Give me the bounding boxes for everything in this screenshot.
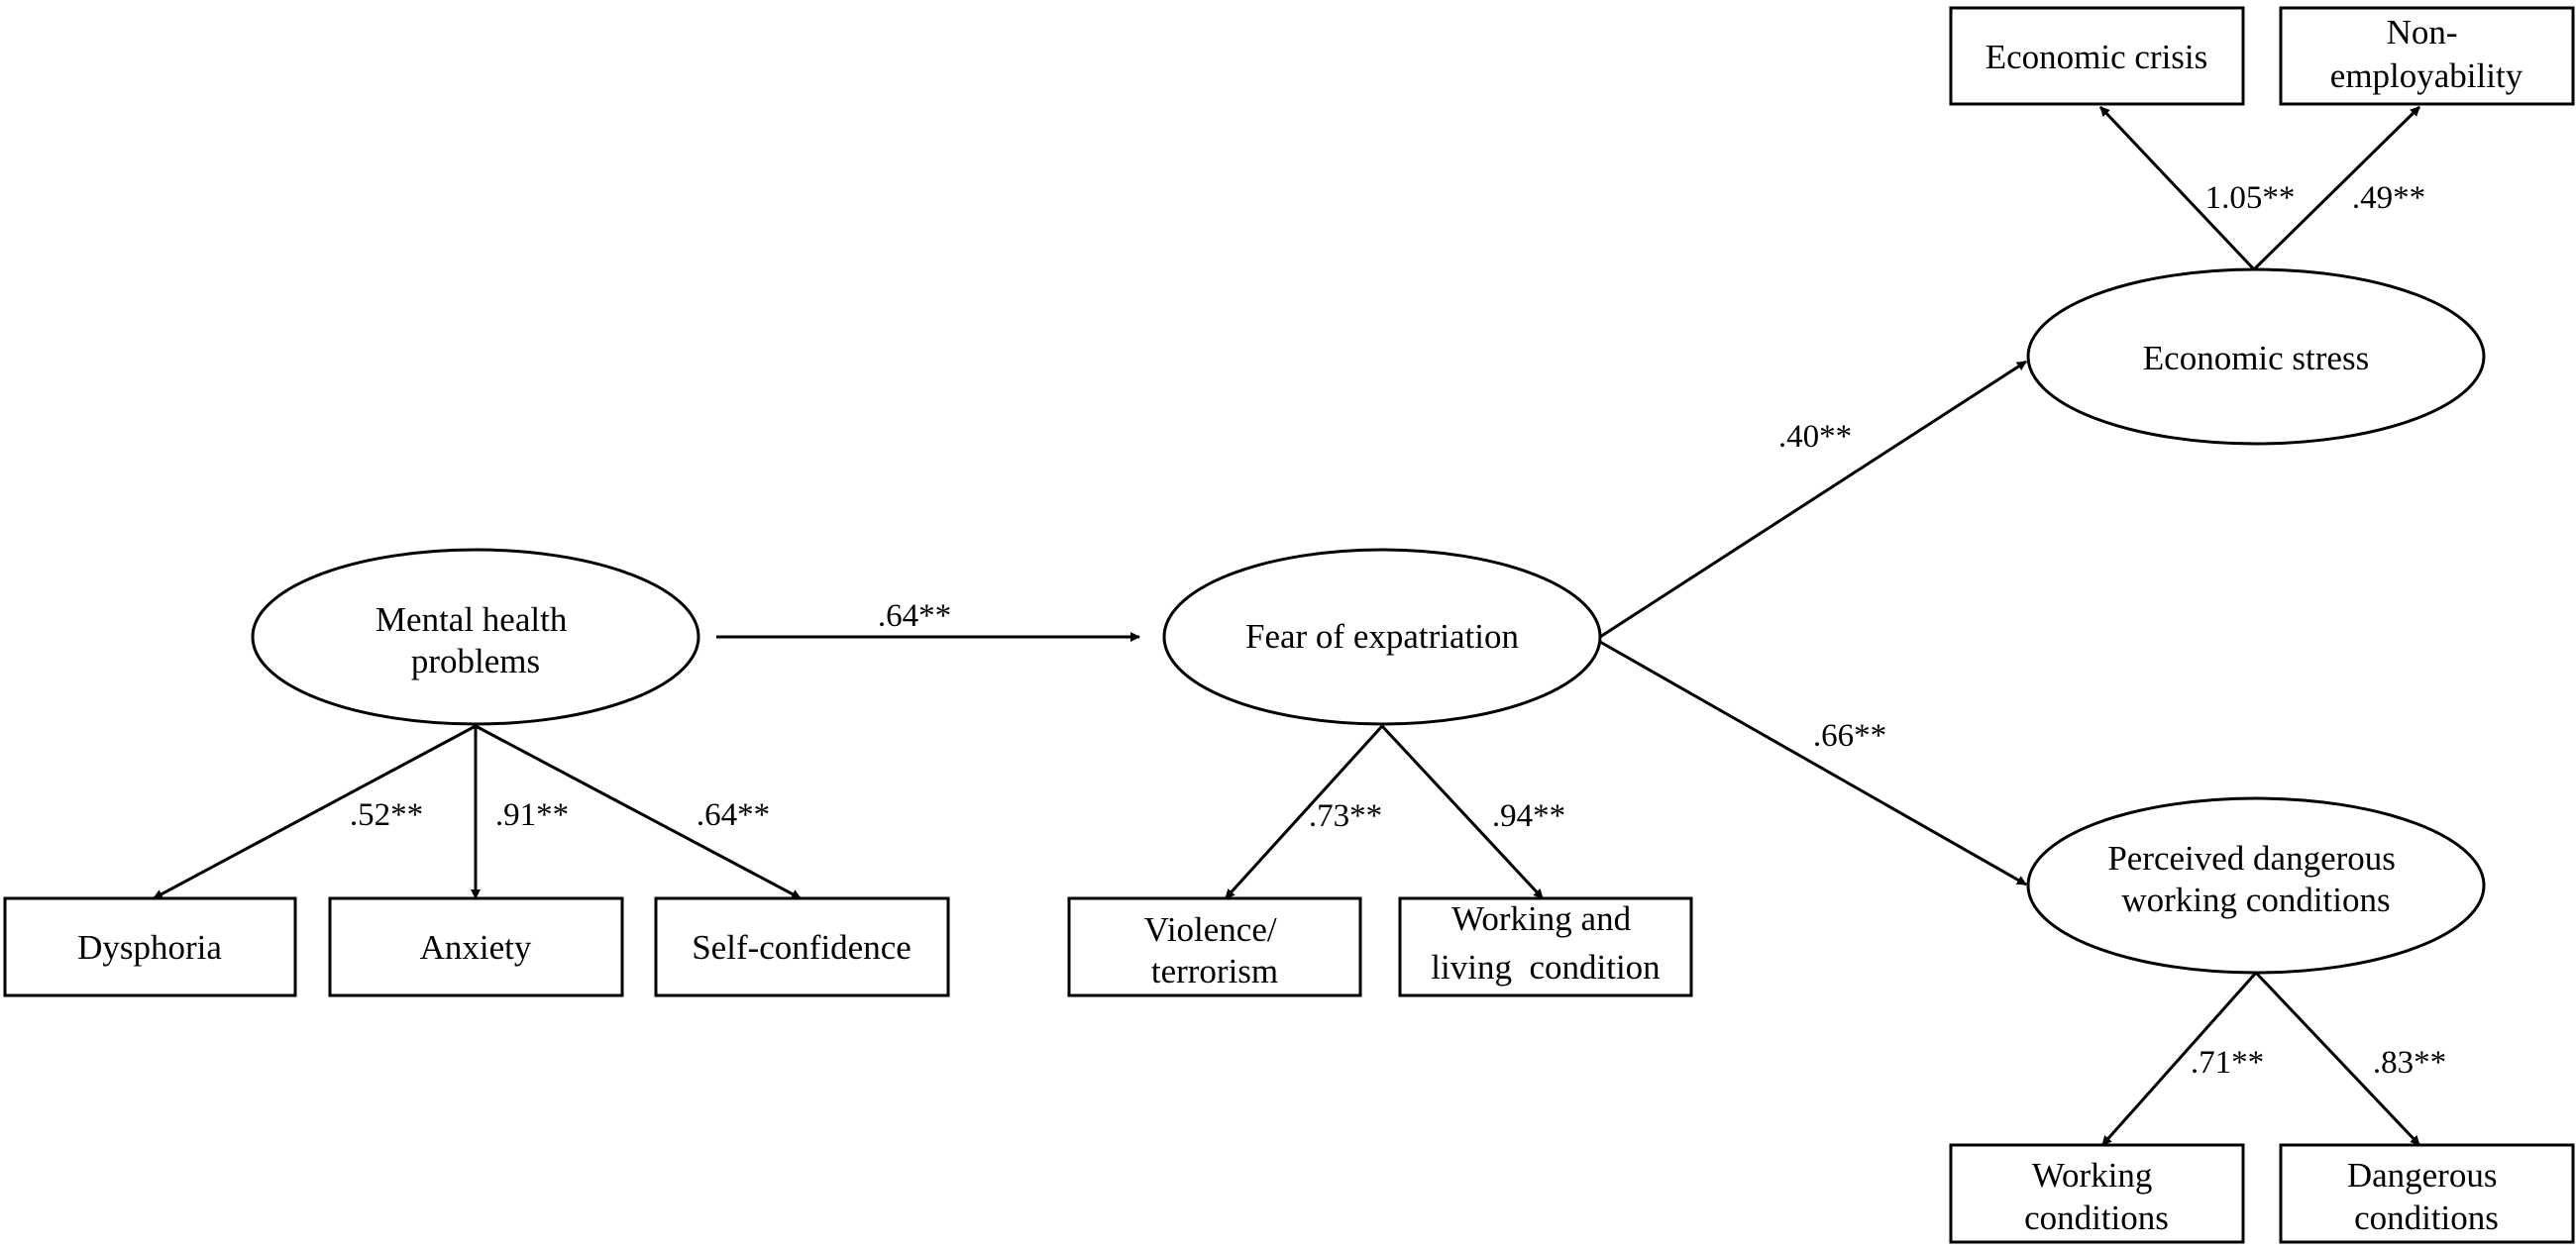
coef-perceived-dangerous: .83** [2373, 1045, 2446, 1081]
node-label-line: Dysphoria [77, 928, 222, 967]
coef-econ-non-employability: .49** [2352, 180, 2425, 216]
edge-economic-stress-to-crisis [2098, 105, 2256, 271]
edge-perceived-to-working-conditions [2100, 972, 2258, 1146]
coef-fear-working-living: .94** [1492, 798, 1565, 834]
svg-text:Dysphoria: Dysphoria [77, 928, 222, 967]
svg-text:Self-confidence: Self-confidence [692, 928, 912, 967]
node-label-line: conditions [2024, 1199, 2169, 1237]
node-working-conditions: Working conditions [1949, 1143, 2245, 1244]
edges [153, 105, 2421, 1147]
node-label-line: conditions [2354, 1199, 2499, 1237]
node-violence-terrorism: Violence/ terrorism [1067, 896, 1362, 997]
node-label-line: Dangerous [2347, 1156, 2498, 1195]
node-label-line: terrorism [1151, 952, 1278, 990]
node-label-line: working conditions [2121, 881, 2390, 919]
observed-indicators: Dysphoria Anxiety Self-confidence Violen… [3, 6, 2575, 1244]
svg-text:Fear of expatriation: Fear of expatriation [1245, 617, 1519, 656]
edge-economic-stress-to-non-employability [2252, 105, 2421, 271]
node-label-line: Anxiety [420, 928, 532, 967]
edge-fear-to-perceived-dangerous [1599, 640, 2027, 886]
coef-mh-dysphoria: .52** [350, 797, 423, 833]
edge-perceived-to-dangerous-conditions [2254, 971, 2421, 1147]
svg-text:Economic stress: Economic stress [2143, 339, 2369, 377]
coef-mh-to-fear: .64** [878, 598, 951, 634]
svg-text:Violence/ terrorism: Violence/ terrorism [1144, 910, 1286, 990]
node-dangerous-conditions: Dangerous conditions [2279, 1143, 2575, 1244]
node-label-line: Economic crisis [1986, 38, 2208, 76]
node-label-line: living condition [1431, 948, 1660, 987]
svg-text:Working conditions: Working conditions [2024, 1156, 2169, 1237]
svg-text:Mental health problems: Mental health problems [376, 600, 576, 680]
coef-fear-violence: .73** [1309, 798, 1382, 834]
coef-mh-self-confidence: .64** [697, 797, 770, 833]
path-coefficients: .64** .40** .66** .52** .91** .64** .73*… [350, 180, 2446, 1081]
node-label-line: Perceived dangerous [2107, 839, 2396, 878]
edge-fear-to-working-living [1380, 724, 1545, 900]
node-label-line: Economic stress [2143, 339, 2369, 377]
node-economic-stress: Economic stress [2026, 267, 2486, 446]
node-label-line: Working [2032, 1156, 2153, 1195]
latent-constructs: Mental health problems Fear of expatriat… [251, 267, 2486, 975]
coef-perceived-working: .71** [2191, 1045, 2264, 1081]
edge-fear-to-violence [1224, 724, 1384, 900]
node-label-line: Non- [2387, 13, 2458, 52]
edge-mental-health-to-self-confidence [475, 724, 802, 900]
coef-fear-to-econ: .40** [1778, 419, 1852, 455]
node-mental-health-problems: Mental health problems [251, 548, 700, 726]
node-economic-crisis: Economic crisis [1949, 6, 2245, 106]
coef-fear-to-perceived: .66** [1813, 718, 1886, 754]
node-fear-of-expatriation: Fear of expatriation [1162, 548, 1602, 726]
coef-econ-crisis: 1.05** [2205, 180, 2296, 216]
node-label-line: Mental health [376, 600, 568, 639]
node-label-line: Fear of expatriation [1245, 617, 1519, 656]
svg-text:Dangerous conditions: Dangerous conditions [2347, 1156, 2506, 1237]
coef-mh-anxiety: .91** [495, 797, 569, 833]
svg-text:Non- employability: Non- employability [2330, 13, 2523, 95]
svg-text:Perceived dangerous wo: Perceived dangerous working conditions [2107, 839, 2404, 919]
node-perceived-dangerous-working-conditions: Perceived dangerous working conditions [2026, 796, 2486, 975]
node-label-line: employability [2330, 56, 2523, 95]
node-self-confidence: Self-confidence [654, 896, 950, 997]
node-working-and-living-condition: Working and living condition [1398, 896, 1693, 997]
svg-text:Anxiety: Anxiety [420, 928, 532, 967]
node-anxiety: Anxiety [328, 896, 624, 997]
svg-text:Economic crisis: Economic crisis [1986, 38, 2208, 76]
node-label-line: problems [411, 642, 540, 680]
svg-text:Working and living co: Working and living condition [1431, 899, 1660, 987]
node-label-line: Self-confidence [692, 928, 912, 967]
node-dysphoria: Dysphoria [3, 896, 297, 997]
edge-mental-health-to-dysphoria [153, 724, 477, 900]
node-non-employability: Non- employability [2279, 6, 2575, 106]
edge-fear-to-economic-stress [1599, 360, 2027, 639]
node-label-line: Working and [1451, 899, 1631, 938]
node-label-line: Violence/ [1144, 910, 1277, 949]
